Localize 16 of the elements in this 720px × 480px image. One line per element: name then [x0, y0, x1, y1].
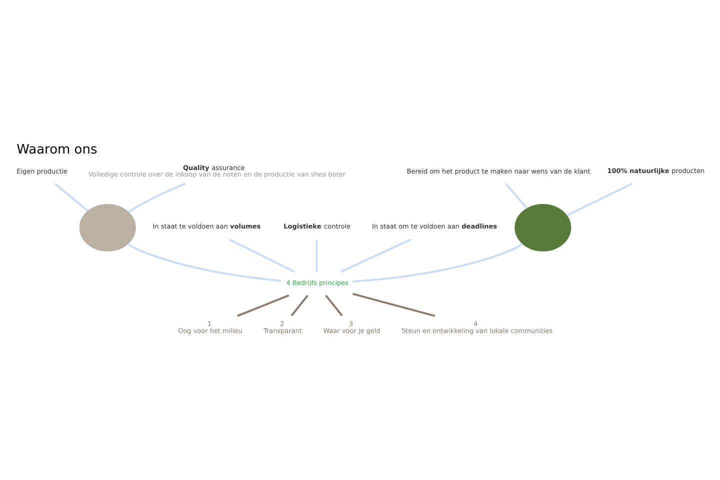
connector [352, 292, 436, 317]
connector [505, 183, 528, 210]
connector [340, 238, 412, 273]
diagram-title: Waarom ons [16, 142, 98, 158]
node-circle [514, 204, 572, 252]
connector [566, 182, 633, 216]
connector [236, 294, 290, 317]
node-circle [79, 204, 136, 252]
connector [352, 243, 524, 282]
connector [229, 238, 295, 273]
connector [325, 294, 343, 316]
connector [128, 182, 186, 213]
connector [127, 243, 282, 282]
connector [290, 294, 308, 316]
connector [316, 240, 318, 272]
connector [54, 182, 88, 212]
